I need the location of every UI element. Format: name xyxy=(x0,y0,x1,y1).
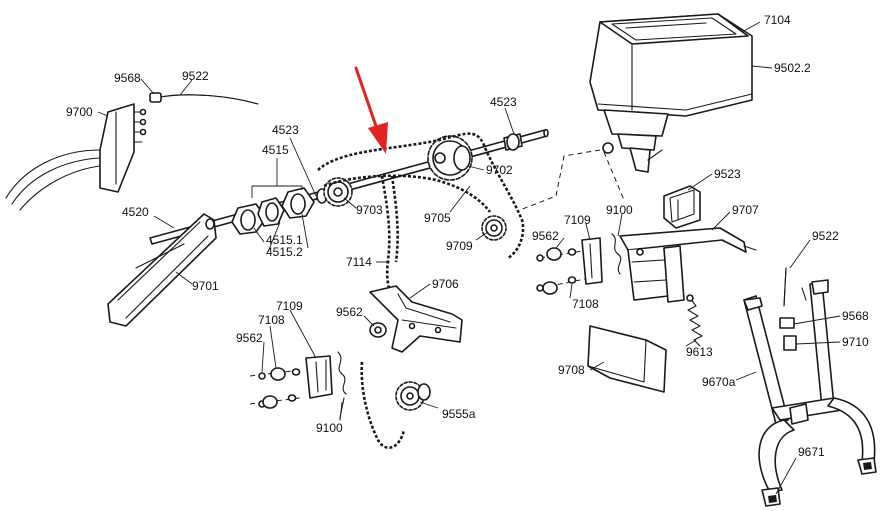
label-7109-right: 7109 xyxy=(564,213,591,227)
label-4520: 4520 xyxy=(122,205,149,219)
plate-9708 xyxy=(587,325,667,393)
cable-9522-top xyxy=(149,92,259,105)
label-9555a: 9555a xyxy=(442,407,476,421)
bracket-9701 xyxy=(107,213,217,327)
cable-9522-right xyxy=(779,267,807,351)
bearings-4515 xyxy=(231,187,328,235)
chain-9705 xyxy=(317,132,525,260)
spring-9613 xyxy=(686,294,703,347)
label-9562-left: 9562 xyxy=(236,331,263,345)
label-9100-right: 9100 xyxy=(606,203,633,217)
label-4523-mid: 4523 xyxy=(272,123,299,137)
label-9613: 9613 xyxy=(686,345,713,359)
chain-7114 xyxy=(380,175,399,297)
label-9568-right: 9568 xyxy=(842,309,869,323)
label-9523: 9523 xyxy=(714,167,741,181)
label-9700: 9700 xyxy=(66,105,93,119)
label-4515: 4515 xyxy=(262,143,289,157)
label-9701: 9701 xyxy=(192,279,219,293)
label-9709: 9709 xyxy=(446,239,473,253)
bracket-9523 xyxy=(663,185,701,229)
sprocket-9703 xyxy=(323,177,353,207)
label-9703: 9703 xyxy=(356,203,383,217)
label-9502-2: 9502.2 xyxy=(774,61,811,75)
label-7108-left: 7108 xyxy=(258,313,285,327)
clutch-group-right xyxy=(536,233,622,295)
label-7104: 7104 xyxy=(764,13,791,27)
lever-9706 xyxy=(369,285,463,353)
label-9670a: 9670a xyxy=(702,375,736,389)
label-7114: 7114 xyxy=(346,255,372,269)
sprocket-9702 xyxy=(427,135,473,181)
chain-lower xyxy=(360,361,406,450)
label-9710: 9710 xyxy=(842,335,869,349)
label-9702: 9702 xyxy=(486,163,513,177)
frame-9707 xyxy=(619,227,757,303)
hopper-assembly xyxy=(589,13,753,173)
leader-lines xyxy=(97,21,841,495)
dashed-connector xyxy=(519,149,625,211)
sprocket-9709 xyxy=(481,215,507,241)
label-9522-right: 9522 xyxy=(812,229,839,243)
bushing-9562-mid xyxy=(369,322,387,338)
label-9705: 9705 xyxy=(424,211,451,225)
label-9671: 9671 xyxy=(798,445,825,459)
label-4515-2: 4515.2 xyxy=(266,245,303,259)
sprocket-9555a xyxy=(395,381,431,411)
part-labels: 7104 9502.2 9568 9522 9700 4523 4523 451… xyxy=(66,13,869,459)
label-9100-left: 9100 xyxy=(316,421,343,435)
red-arrow-icon xyxy=(354,66,388,154)
label-4515-1: 4515.1 xyxy=(266,233,303,247)
label-9708: 9708 xyxy=(558,363,585,377)
label-9707: 9707 xyxy=(732,203,759,217)
label-9568-top: 9568 xyxy=(114,71,141,85)
handle-frame-9670a xyxy=(743,279,877,507)
label-4523-top: 4523 xyxy=(490,95,517,109)
label-9562-mid: 9562 xyxy=(336,305,363,319)
label-9562-right: 9562 xyxy=(532,229,559,243)
label-9706: 9706 xyxy=(432,277,459,291)
label-9522-top: 9522 xyxy=(182,69,209,83)
handle-9700 xyxy=(5,103,147,211)
label-7108-right: 7108 xyxy=(572,297,599,311)
label-7109-left: 7109 xyxy=(276,299,303,313)
clutch-group-left xyxy=(249,351,347,421)
